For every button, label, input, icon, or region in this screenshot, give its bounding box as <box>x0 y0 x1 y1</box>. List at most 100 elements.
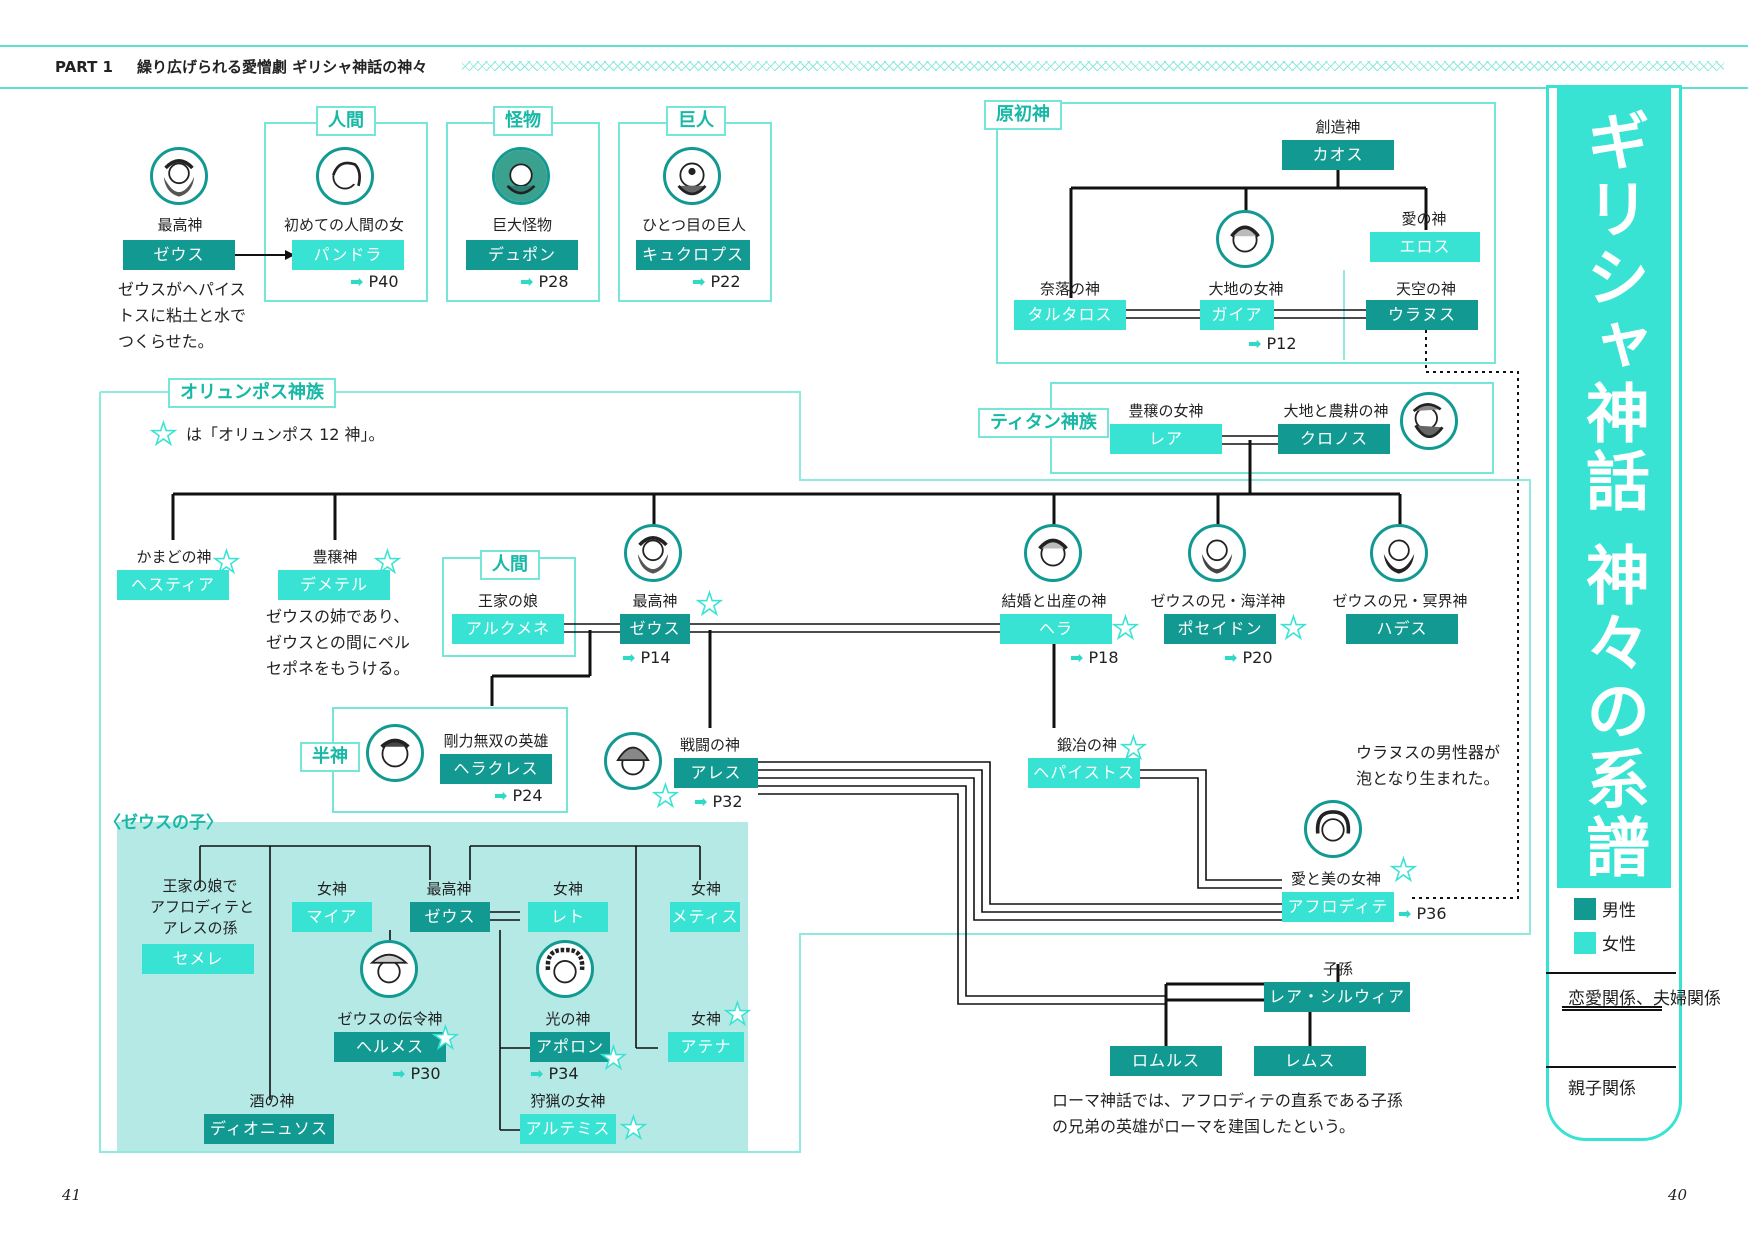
monster-tag: 怪物 <box>493 106 553 136</box>
poseidon-label: ゼウスの兄・海洋神 <box>1150 592 1286 610</box>
dionysus-box[interactable]: ディオニュソス <box>204 1114 334 1144</box>
hera-star-icon: ★ <box>1111 611 1139 646</box>
hades-label: ゼウスの兄・冥界神 <box>1332 592 1468 610</box>
zeus-child-box[interactable]: ゼウス <box>410 902 490 932</box>
zeus-top-box[interactable]: ゼウス <box>123 240 235 270</box>
demeter-box[interactable]: デメテル <box>278 570 390 600</box>
tartarus-box[interactable]: タルタロス <box>1014 300 1126 330</box>
leto-box[interactable]: レト <box>528 902 608 932</box>
heracles-ref[interactable]: ➡ P24 <box>494 786 543 805</box>
cyclops-box[interactable]: キュクロプス <box>636 240 750 270</box>
legend-parent: 親子関係 <box>1568 1079 1636 1099</box>
athena-box[interactable]: アテナ <box>668 1032 744 1062</box>
title-panel: ギリシャ神話 神々の系譜 <box>1546 85 1682 1141</box>
zeus-ref[interactable]: ➡ P14 <box>622 648 671 667</box>
hades-box[interactable]: ハデス <box>1346 614 1458 644</box>
apollo-label: 光の神 <box>545 1010 591 1028</box>
apollo-star-icon: ★ <box>599 1041 627 1076</box>
rhea-box[interactable]: レア <box>1110 424 1222 454</box>
eros-label: 愛の神 <box>1401 210 1447 228</box>
zeus-olympus-box[interactable]: ゼウス <box>620 614 690 644</box>
cyclops-label: ひとつ目の巨人 <box>642 216 746 234</box>
gaia-box[interactable]: ガイア <box>1200 300 1274 330</box>
aphrodite-ref[interactable]: ➡ P36 <box>1398 904 1447 923</box>
poseidon-box[interactable]: ポセイドン <box>1164 614 1276 644</box>
rome-note: ローマ神話では、アフロディテの直系である子孫の兄弟の英雄がローマを建国したという… <box>1052 1091 1403 1136</box>
hermes-label: ゼウスの伝令神 <box>337 1010 443 1028</box>
poseidon-face-icon <box>1188 524 1246 582</box>
remus-box[interactable]: レムス <box>1254 1046 1366 1076</box>
zeus-olympus-label: 最高神 <box>632 592 678 610</box>
aphrodite-face-icon <box>1304 800 1362 858</box>
metis-box[interactable]: メティス <box>670 902 740 932</box>
pandora-face-icon <box>316 147 374 205</box>
demeter-star-icon: ★ <box>373 545 401 580</box>
titan-tag: ティタン神族 <box>978 408 1109 438</box>
header-pattern <box>462 61 1724 71</box>
olympus-tag: オリュンポス神族 <box>168 378 336 408</box>
zeus-top-label: 最高神 <box>157 216 203 234</box>
hermes-star-icon: ★ <box>431 1021 459 1056</box>
uranus-label: 天空の神 <box>1395 280 1456 298</box>
cronus-box[interactable]: クロノス <box>1278 424 1390 454</box>
heracles-box[interactable]: ヘラクレス <box>440 754 552 784</box>
cyclops-ref[interactable]: ➡ P22 <box>692 272 741 291</box>
hermes-ref[interactable]: ➡ P30 <box>392 1064 441 1083</box>
page-number-right: 40 <box>1668 1186 1688 1204</box>
typhon-box[interactable]: デュポン <box>466 240 578 270</box>
pandora-label: 初めての人間の女 <box>283 216 404 234</box>
aphrodite-box[interactable]: アフロディテ <box>1282 892 1394 922</box>
maia-box[interactable]: マイア <box>292 902 372 932</box>
semele-box[interactable]: セメレ <box>142 944 254 974</box>
chaos-label: 創造神 <box>1315 118 1361 136</box>
rhea-silvia-box[interactable]: レア・シルウィア <box>1264 982 1410 1012</box>
athena-star-icon: ★ <box>723 997 751 1032</box>
love-lines <box>414 309 1366 1005</box>
uranus-box[interactable]: ウラヌス <box>1366 300 1478 330</box>
gaia-ref[interactable]: ➡ P12 <box>1248 334 1297 353</box>
hestia-box[interactable]: ヘスティア <box>117 570 229 600</box>
zeus-children-tag: 〈ゼウスの子〉 <box>104 813 223 833</box>
hera-ref[interactable]: ➡ P18 <box>1070 648 1119 667</box>
cronus-face-icon <box>1400 392 1458 450</box>
pandora-box[interactable]: パンドラ <box>292 240 404 270</box>
typhon-label: 巨大怪物 <box>491 216 552 234</box>
hephaestus-box[interactable]: ヘパイストス <box>1028 758 1140 788</box>
dotted-line <box>1412 330 1519 899</box>
part-label: PART 1 <box>55 58 113 76</box>
chaos-box[interactable]: カオス <box>1282 140 1394 170</box>
zeus-star-icon: ★ <box>695 587 723 622</box>
giant-tag: 巨人 <box>666 106 726 136</box>
parent-lines <box>171 170 1428 1046</box>
demeter-note: ゼウスの姉であり、ゼウスとの間にペルセポネをもうける。 <box>266 607 410 678</box>
cyclops-face-icon <box>663 147 721 205</box>
metis-label: 女神 <box>690 880 721 898</box>
zeus-child-label: 最高神 <box>426 880 472 898</box>
chapter-title: 繰り広げられる愛憎劇 ギリシャ神話の神々 <box>137 58 428 76</box>
typhon-ref[interactable]: ➡ P28 <box>520 272 569 291</box>
ares-star-icon: ★ <box>651 779 679 814</box>
vertical-title: ギリシャ神話 神々の系譜 <box>1575 108 1649 883</box>
hermes-box[interactable]: ヘルメス <box>334 1032 446 1062</box>
hera-box[interactable]: ヘラ <box>1000 614 1112 644</box>
primordial-frame <box>996 102 1496 364</box>
ares-ref[interactable]: ➡ P32 <box>694 792 743 811</box>
eros-box[interactable]: エロス <box>1370 232 1480 262</box>
page-header: PART 1 繰り広げられる愛憎劇 ギリシャ神話の神々 <box>0 45 1748 89</box>
demeter-label: 豊穣神 <box>312 548 358 566</box>
poseidon-ref[interactable]: ➡ P20 <box>1224 648 1273 667</box>
ares-box[interactable]: アレス <box>674 758 758 788</box>
zeus-children-area <box>117 822 748 1152</box>
romulus-box[interactable]: ロムルス <box>1110 1046 1222 1076</box>
legend-female: 女性 <box>1574 930 1636 955</box>
zeus-face-icon <box>150 147 208 205</box>
primordial-tag: 原初神 <box>984 100 1062 130</box>
ares-face-icon <box>604 732 662 790</box>
apollo-ref[interactable]: ➡ P34 <box>530 1064 579 1083</box>
apollo-box[interactable]: アポロン <box>530 1032 610 1062</box>
pandora-ref[interactable]: ➡ P40 <box>350 272 399 291</box>
alcmene-box[interactable]: アルクメネ <box>452 614 564 644</box>
hephaestus-label: 鍛冶の神 <box>1056 736 1117 754</box>
artemis-box[interactable]: アルテミス <box>520 1114 616 1144</box>
